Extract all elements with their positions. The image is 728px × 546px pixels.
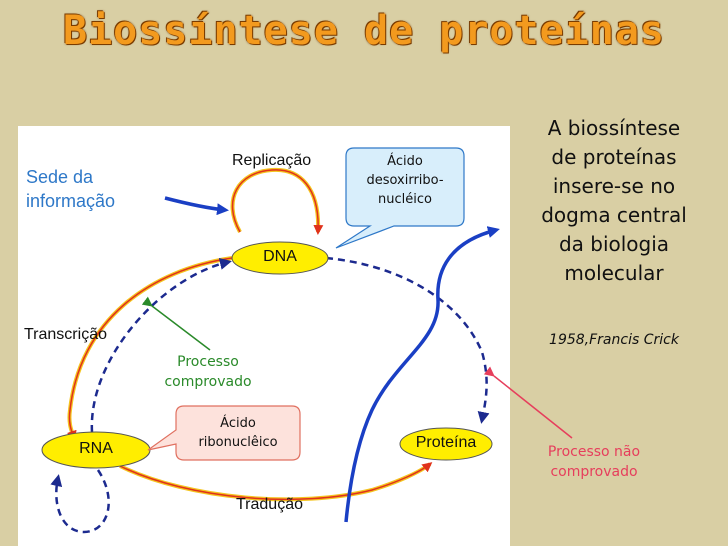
sede-arrow [164, 196, 229, 216]
dna-to-protein-arrow [325, 256, 490, 424]
acido-rna-label: Ácido ribonuclêico [198, 416, 278, 450]
processo-nao-comprovado-pointer [483, 366, 573, 439]
replicacao-label: Replicação [232, 152, 312, 169]
callout-rna [147, 405, 301, 461]
dna-node [231, 241, 329, 275]
processo-nao-comprovado-label: Processo não comprovado [547, 444, 641, 480]
processo-comprovado-label: Processo comprovado [164, 354, 252, 390]
information-flow-arrow [344, 226, 500, 523]
dna-label: DNA [263, 248, 297, 265]
rna-replication-arrow [50, 469, 110, 534]
transcricao-label: Transcrição [24, 326, 107, 343]
processo-comprovado-pointer [141, 296, 211, 351]
translation-arrow [119, 462, 432, 502]
proteina-label: Proteína [415, 434, 477, 451]
reverse-transcription-arrow [90, 258, 232, 433]
sede-label: Sede da informação [26, 167, 116, 211]
callout-dna [335, 147, 465, 249]
protein-node [399, 427, 493, 461]
page-title: Biossíntese de proteínas [63, 8, 665, 54]
dogma-description: A biossíntese de proteínas insere-se no … [541, 116, 687, 285]
citation: 1958,Francis Crick [549, 332, 679, 348]
traducao-label: Tradução [236, 496, 303, 513]
acido-dna-label: Ácido desoxirribo- nucléico [366, 154, 444, 207]
rna-label: RNA [79, 440, 113, 457]
